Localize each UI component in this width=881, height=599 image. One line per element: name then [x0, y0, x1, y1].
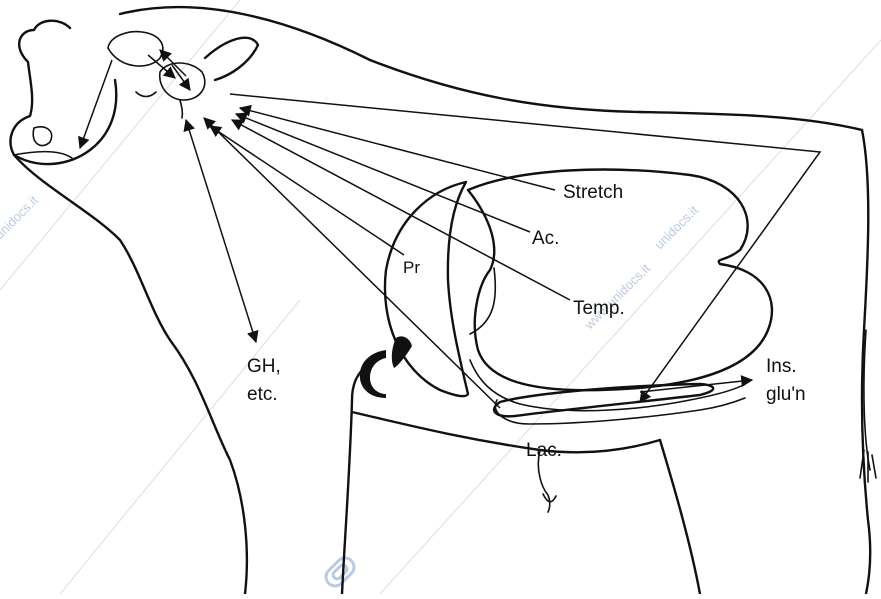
label-glun: glu'n: [766, 384, 806, 405]
cow-belly: [352, 412, 660, 452]
cow-hind-leg-front: [660, 440, 700, 594]
arrow-temp: [232, 120, 570, 300]
label-etc: etc.: [247, 384, 278, 405]
lactation-duct: [494, 384, 713, 416]
pituitary-stalk: [180, 100, 182, 118]
label-stretch: Stretch: [563, 182, 623, 203]
watermark-text-3: unidocs.it: [652, 202, 702, 252]
cow-rump-rear-leg: [862, 130, 870, 594]
labels: Stretch Ac. Temp. Pr GH, etc. Ins. glu'n…: [247, 182, 806, 461]
tail-line: [864, 330, 870, 470]
signal-arrows: [186, 94, 820, 408]
arrow-top-to-ins: [230, 94, 820, 402]
label-temp: Temp.: [573, 298, 625, 319]
watermark-text-2: www.unidocs.it: [581, 260, 653, 332]
watermark-logo: [322, 554, 357, 589]
label-ac: Ac.: [532, 228, 559, 249]
nostril: [33, 127, 51, 146]
watermark-text-1: unidocs.it: [0, 192, 41, 242]
arrow-hypo-to-nose: [80, 60, 112, 148]
blood-vessel-1: [360, 350, 386, 398]
cow-ear: [205, 38, 258, 80]
cow-back-line: [120, 7, 862, 130]
eye: [136, 92, 156, 97]
label-pr: Pr: [403, 258, 420, 277]
arrow-hypo-to-pituitary-1: [148, 55, 175, 78]
arrow-pr: [210, 126, 404, 255]
label-lac: Lac.: [526, 440, 562, 461]
mouth-line: [14, 152, 72, 158]
intestine-loop-lower: [495, 398, 745, 424]
cow-neck-front: [14, 155, 247, 594]
cow-brisket-foreleg: [342, 366, 366, 594]
arrow-gh: [186, 120, 256, 342]
label-gh: GH,: [247, 356, 281, 377]
rumen-complex: [360, 170, 772, 424]
label-ins: Ins.: [766, 356, 797, 377]
pituitary: [160, 63, 205, 100]
brain-region: [80, 32, 205, 148]
